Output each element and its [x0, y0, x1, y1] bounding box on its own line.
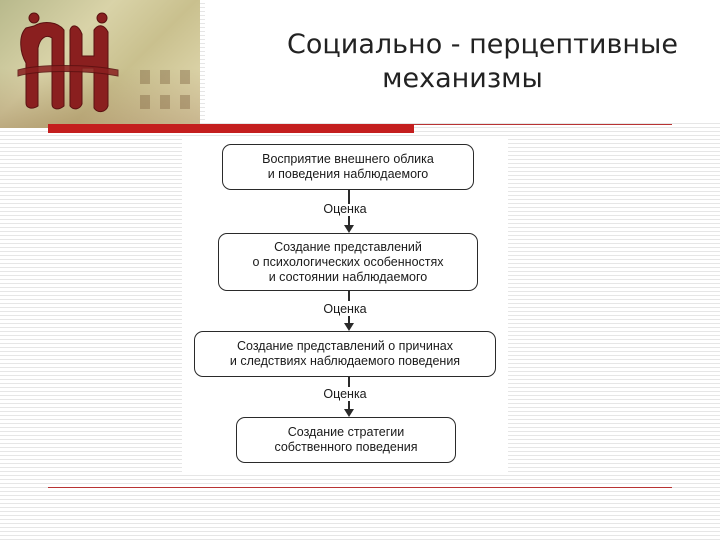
title-line-2: механизмы [205, 62, 720, 96]
flow-box-psychological: Создание представлений о психологических… [218, 233, 478, 291]
logo-panel [0, 0, 200, 128]
flow-box-text: Восприятие внешнего облика и поведения н… [262, 152, 434, 182]
flow-box-strategy: Создание стратегии собственного поведени… [236, 417, 456, 463]
arrow-down-icon [344, 323, 354, 331]
university-monogram-logo-icon [8, 8, 128, 118]
connector-label: Оценка [182, 302, 508, 316]
page-title: Социально - перцептивные механизмы [205, 28, 720, 96]
connector-label: Оценка [182, 202, 508, 216]
divider-bottom [48, 487, 672, 488]
title-area: Социально - перцептивные механизмы [205, 0, 720, 120]
divider-top [414, 124, 672, 125]
flow-box-text: Создание стратегии собственного поведени… [274, 425, 417, 455]
connector-label: Оценка [182, 387, 508, 401]
title-line-1: Социально - перцептивные [205, 28, 720, 62]
arrow-down-icon [344, 409, 354, 417]
flow-diagram: Восприятие внешнего облика и поведения н… [182, 136, 508, 474]
accent-bar [48, 124, 414, 133]
arrow-down-icon [344, 225, 354, 233]
connector-line [348, 291, 350, 301]
flow-box-text: Создание представлений о психологических… [252, 240, 443, 285]
flow-box-perception: Восприятие внешнего облика и поведения н… [222, 144, 474, 190]
flow-box-text: Создание представлений о причинах и след… [230, 339, 460, 369]
flow-box-causes: Создание представлений о причинах и след… [194, 331, 496, 377]
connector-line [348, 377, 350, 387]
